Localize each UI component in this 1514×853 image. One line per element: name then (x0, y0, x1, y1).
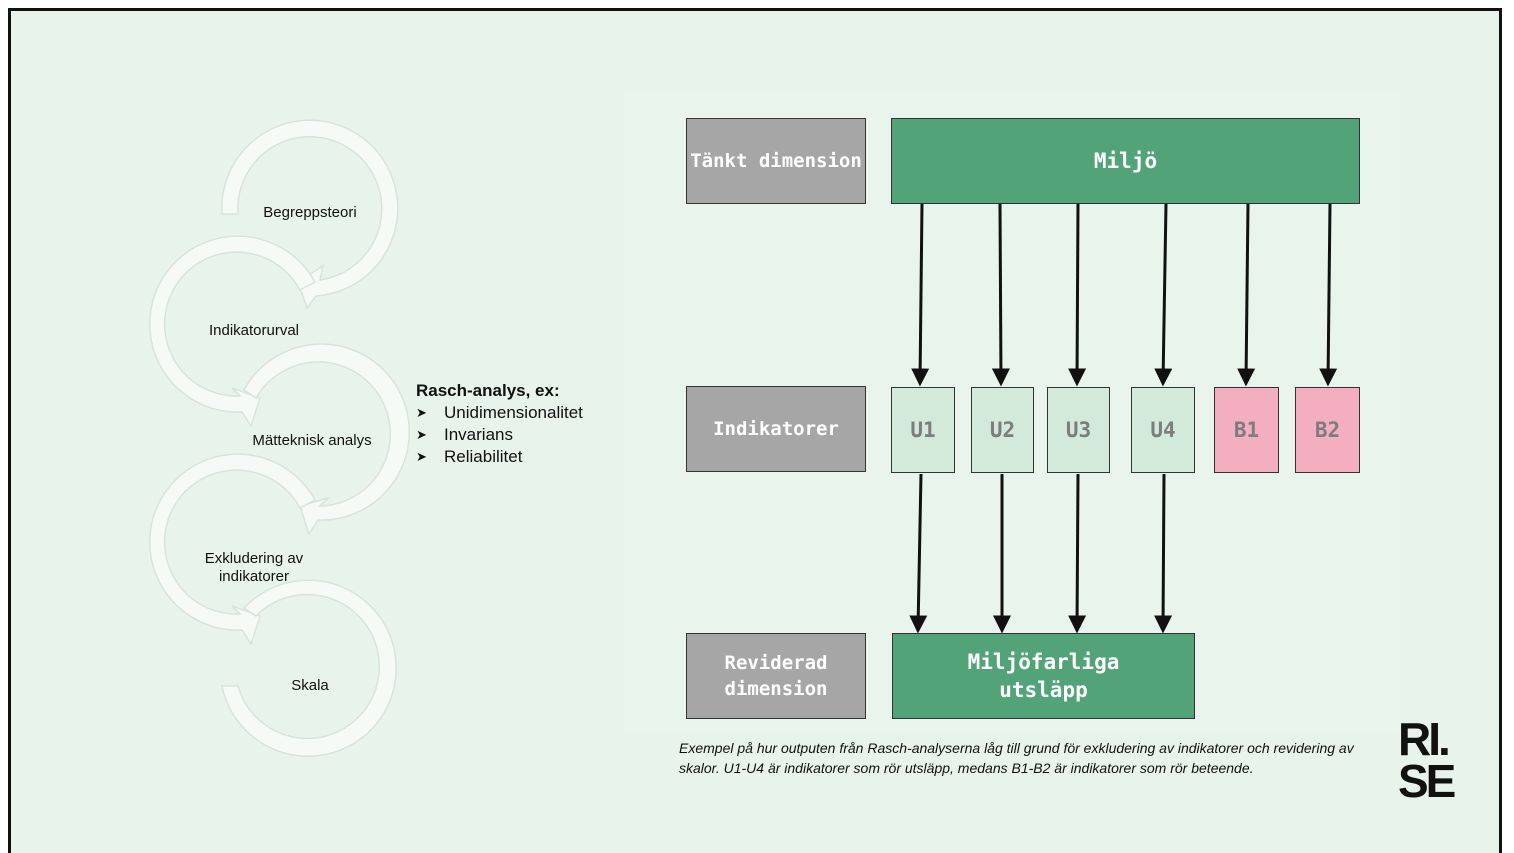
arrow-u4-bottom (1154, 473, 1173, 634)
cycle-step-exkludering: Exkludering av indikatorer (204, 550, 304, 585)
arrow-miljo-u3 (1068, 203, 1087, 387)
indicator-u4: U4 (1131, 387, 1195, 473)
row-label-tankt-dimension: Tänkt dimension (686, 118, 866, 204)
cycle-step-skala: Skala (291, 677, 329, 694)
rasch-item-label: Invarians (444, 425, 513, 444)
arrow-bullet-icon: ➤ (416, 427, 427, 442)
cycle-step-matteknisk-analys: Mätteknisk analys (252, 432, 372, 449)
arrow-bullet-icon: ➤ (416, 449, 427, 464)
rasch-item: ➤ Unidimensionalitet (416, 402, 583, 424)
rasch-item: ➤ Invarians (416, 424, 583, 446)
cycle-arrow-3 (243, 343, 411, 536)
arrow-u3-bottom (1068, 473, 1087, 634)
cycle-arrow-4 (148, 453, 317, 646)
indicator-u1: U1 (891, 387, 955, 473)
arrow-bullet-icon: ➤ (416, 405, 427, 420)
cycle-arrow-5 (221, 579, 397, 757)
cycle-arrow-2 (148, 235, 317, 428)
rasch-title: Rasch-analys, ex: (416, 381, 560, 400)
cycle-arrow-1 (221, 119, 399, 310)
arrow-miljo-u2 (991, 203, 1010, 387)
arrow-u1-bottom (909, 473, 928, 634)
rasch-item-label: Reliabilitet (444, 447, 523, 466)
indicator-b2: B2 (1295, 387, 1360, 473)
rasch-item-label: Unidimensionalitet (444, 403, 583, 422)
cycle-step-begreppsteori: Begreppsteori (263, 204, 357, 221)
row-label-reviderad-dimension: Reviderad dimension (686, 633, 866, 719)
row-label-indikatorer: Indikatorer (686, 386, 866, 472)
arrow-miljo-b1 (1237, 203, 1256, 387)
dimension-box-miljo: Miljö (891, 118, 1360, 204)
arrow-miljo-u4 (1154, 203, 1173, 387)
rasch-item: ➤ Reliabilitet (416, 446, 583, 468)
arrow-miljo-b2 (1319, 203, 1338, 387)
rasch-list: Rasch-analys, ex: ➤ Unidimensionalitet ➤ I… (416, 380, 583, 468)
cycle-step-indikatorurval: Indikatorurval (208, 322, 300, 339)
arrow-miljo-u1 (911, 203, 930, 387)
indicator-u3: U3 (1047, 387, 1110, 473)
dimension-box-miljofarliga-utslapp: Miljöfarliga utsläpp (892, 633, 1195, 719)
diagram-caption: Exempel på hur outputen från Rasch-analy… (679, 740, 1354, 776)
indicator-u2: U2 (971, 387, 1034, 473)
rise-logo: RI.SE (1398, 713, 1456, 807)
indicator-b1: B1 (1214, 387, 1279, 473)
